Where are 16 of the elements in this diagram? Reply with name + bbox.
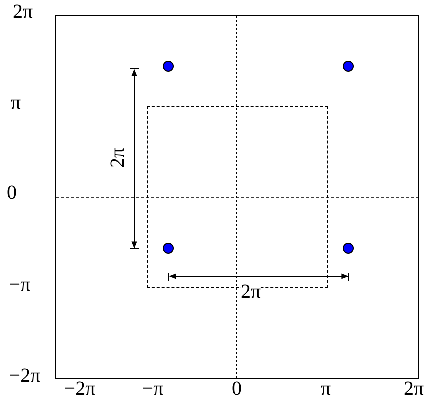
dimension-label: 2π [240, 283, 262, 301]
axis-tick-label: 0 [7, 182, 17, 204]
point-marker [162, 242, 174, 254]
axis-tick-label: −2π [64, 378, 96, 400]
point-marker [162, 60, 174, 72]
point-marker [342, 242, 354, 254]
axis-tick-label: 2π [12, 1, 34, 23]
dimension-label: 2π [107, 148, 129, 168]
axis-tick-label: 2π [404, 378, 424, 400]
axis-tick-label: π [320, 378, 332, 400]
axis-tick-label: π [10, 92, 22, 114]
point-marker [342, 60, 354, 72]
axis-tick-label: −π [9, 274, 31, 296]
axis-tick-label: −2π [9, 365, 41, 387]
axis-tick-label: 0 [232, 378, 242, 400]
axis-tick-label: −π [142, 378, 164, 400]
